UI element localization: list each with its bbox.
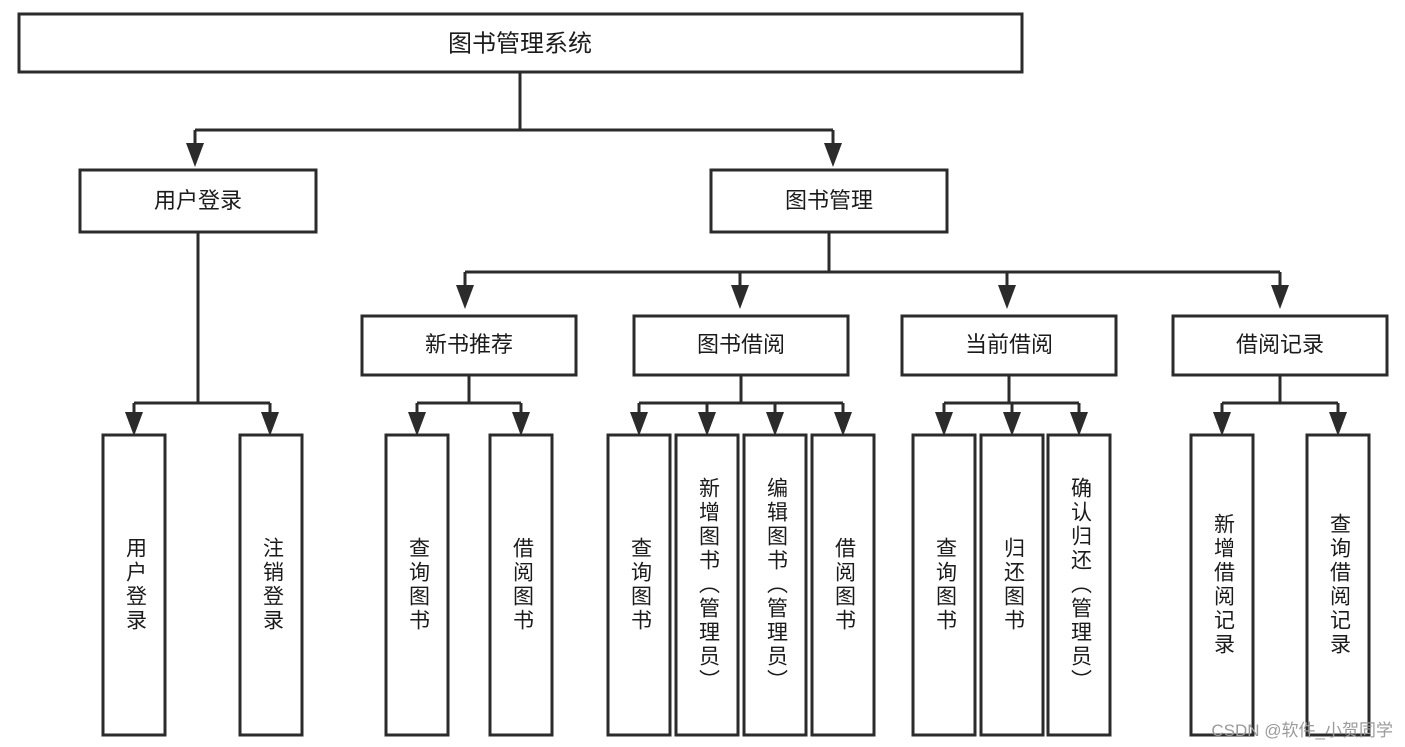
connector-group-book-manage bbox=[456, 232, 1289, 309]
leaf-node-user-login[interactable]: 用户登录 bbox=[101, 433, 167, 737]
leaf-node-edit-book[interactable]: 编辑图书（管理员） bbox=[742, 433, 808, 737]
node-borrow-record-label: 借阅记录 bbox=[1236, 332, 1324, 357]
leaf-borrow-book-2-box[interactable] bbox=[810, 433, 876, 737]
connector-group-user-login bbox=[125, 232, 279, 436]
node-current-borrow[interactable]: 当前借阅 bbox=[900, 314, 1118, 377]
node-book-manage[interactable]: 图书管理 bbox=[709, 168, 949, 234]
connector-group-current bbox=[935, 375, 1088, 436]
node-book-manage-label: 图书管理 bbox=[785, 188, 873, 213]
arrow-bb-leaf-1 bbox=[630, 412, 648, 436]
leaf-node-borrow-book-2[interactable]: 借阅图书 bbox=[810, 433, 876, 737]
arrow-ul-leaf-2 bbox=[261, 412, 279, 436]
arrow-br-leaf-1 bbox=[1213, 412, 1231, 436]
leaf-edit-book-label: 编辑图书（管理员） bbox=[764, 477, 788, 693]
node-borrow-record-box[interactable] bbox=[1171, 314, 1389, 377]
leaf-query-book-3-box[interactable] bbox=[911, 433, 977, 737]
leaf-borrow-book-1-label: 借阅图书 bbox=[510, 537, 534, 633]
leaf-node-return-book[interactable]: 归还图书 bbox=[979, 433, 1045, 737]
arrow-br-leaf-2 bbox=[1329, 412, 1347, 436]
leaf-node-add-book[interactable]: 新增图书（管理员） bbox=[674, 433, 740, 737]
node-new-book-recommend-label: 新书推荐 bbox=[425, 332, 513, 357]
connector-group-root bbox=[186, 72, 842, 167]
node-user-login[interactable]: 用户登录 bbox=[78, 168, 318, 234]
leaf-query-record-box[interactable] bbox=[1305, 433, 1371, 737]
node-root-box[interactable] bbox=[17, 12, 1024, 74]
leaf-return-book-box[interactable] bbox=[979, 433, 1045, 737]
leaf-query-book-3-label: 查询图书 bbox=[933, 537, 957, 633]
leaf-add-book-box[interactable] bbox=[674, 433, 740, 737]
node-user-login-box[interactable] bbox=[78, 168, 318, 234]
leaf-add-book-label: 新增图书（管理员） bbox=[696, 477, 720, 693]
csdn-watermark: CSDN @软件_小贺同学 bbox=[1211, 721, 1393, 740]
node-book-manage-box[interactable] bbox=[709, 168, 949, 234]
arrow-cb-leaf-2 bbox=[1003, 412, 1021, 436]
leaf-add-record-label: 新增借阅记录 bbox=[1211, 513, 1235, 657]
arrow-bm-to-borrow bbox=[731, 285, 749, 309]
leaf-borrow-book-2-label: 借阅图书 bbox=[832, 537, 856, 633]
leaf-borrow-book-1-box[interactable] bbox=[488, 433, 554, 737]
leaf-query-book-1-box[interactable] bbox=[384, 433, 450, 737]
arrow-rec-leaf-2 bbox=[512, 412, 530, 436]
leaf-add-record-box[interactable] bbox=[1189, 433, 1255, 737]
arrow-bb-leaf-4 bbox=[834, 412, 852, 436]
leaf-user-login-box[interactable] bbox=[101, 433, 167, 737]
node-new-book-recommend[interactable]: 新书推荐 bbox=[360, 314, 578, 377]
leaf-edit-book-box[interactable] bbox=[742, 433, 808, 737]
leaf-node-query-book-3[interactable]: 查询图书 bbox=[911, 433, 977, 737]
arrow-root-to-user-login bbox=[186, 143, 204, 167]
leaf-return-book-label: 归还图书 bbox=[1001, 537, 1025, 633]
connector-group-borrow bbox=[630, 375, 852, 436]
leaf-confirm-return-label: 确认归还（管理员） bbox=[1068, 477, 1092, 693]
node-root-label: 图书管理系统 bbox=[448, 30, 592, 57]
leaf-node-query-book-1[interactable]: 查询图书 bbox=[384, 433, 450, 737]
arrow-ul-leaf-1 bbox=[125, 412, 143, 436]
arrow-cb-leaf-3 bbox=[1070, 412, 1088, 436]
leaf-node-user-logout[interactable]: 注销登录 bbox=[238, 433, 304, 737]
node-book-borrow[interactable]: 图书借阅 bbox=[632, 314, 850, 377]
leaf-node-add-record[interactable]: 新增借阅记录 bbox=[1189, 433, 1255, 737]
arrow-rec-leaf-1 bbox=[408, 412, 426, 436]
leaf-user-logout-box[interactable] bbox=[238, 433, 304, 737]
leaf-confirm-return-box[interactable] bbox=[1046, 433, 1112, 737]
leaf-node-confirm-return[interactable]: 确认归还（管理员） bbox=[1046, 433, 1112, 737]
arrow-bb-leaf-3 bbox=[766, 412, 784, 436]
arrow-bm-to-record bbox=[1271, 285, 1289, 309]
connector-group-recommend bbox=[408, 375, 530, 436]
leaf-query-book-1-label: 查询图书 bbox=[406, 537, 430, 633]
node-current-borrow-box[interactable] bbox=[900, 314, 1118, 377]
leaf-node-query-book-2[interactable]: 查询图书 bbox=[606, 433, 672, 737]
leaf-query-book-2-box[interactable] bbox=[606, 433, 672, 737]
node-user-login-label: 用户登录 bbox=[154, 188, 242, 213]
leaf-user-logout-label: 注销登录 bbox=[260, 537, 284, 633]
node-book-borrow-label: 图书借阅 bbox=[697, 332, 785, 357]
leaf-user-login-label: 用户登录 bbox=[123, 537, 147, 633]
node-current-borrow-label: 当前借阅 bbox=[965, 332, 1053, 357]
connector-group-record bbox=[1213, 375, 1347, 436]
arrow-bb-leaf-2 bbox=[698, 412, 716, 436]
node-new-book-recommend-box[interactable] bbox=[360, 314, 578, 377]
arrow-bm-to-recommend bbox=[456, 285, 474, 309]
node-borrow-record[interactable]: 借阅记录 bbox=[1171, 314, 1389, 377]
arrow-bm-to-current bbox=[998, 285, 1016, 309]
node-book-borrow-box[interactable] bbox=[632, 314, 850, 377]
node-root[interactable]: 图书管理系统 bbox=[17, 12, 1024, 74]
leaf-query-book-2-label: 查询图书 bbox=[628, 537, 652, 633]
leaf-node-borrow-book-1[interactable]: 借阅图书 bbox=[488, 433, 554, 737]
arrow-root-to-book-manage bbox=[824, 143, 842, 167]
arrow-cb-leaf-1 bbox=[935, 412, 953, 436]
leaf-node-query-record[interactable]: 查询借阅记录 bbox=[1305, 433, 1371, 737]
leaf-query-record-label: 查询借阅记录 bbox=[1327, 513, 1351, 657]
